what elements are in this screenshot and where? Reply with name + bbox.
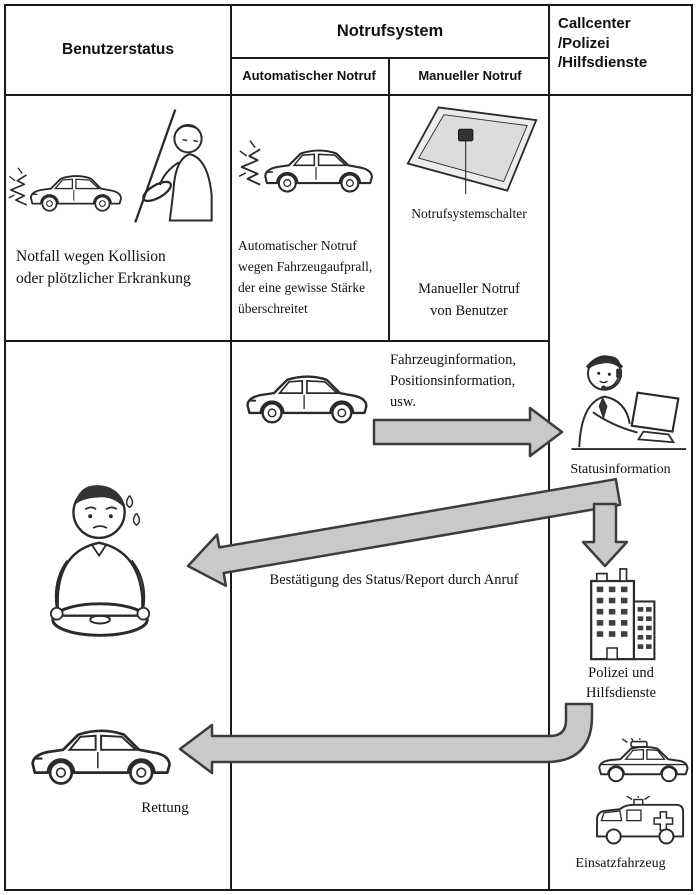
- police-car-illustration: [594, 738, 691, 784]
- auto-call-text: Automatischer Notruf wegen Fahrzeugaufpr…: [238, 238, 373, 316]
- manual-call-text: Manueller Notruf von Benutzer: [418, 281, 520, 320]
- header-callcenter: Callcenter /Polizei /Hilfsdienste: [558, 15, 648, 71]
- header-benutzerstatus: Benutzerstatus: [62, 41, 174, 58]
- header-notrufsystem: Notrufsystem: [336, 22, 444, 40]
- notrufsystem-header-divider: [230, 57, 550, 59]
- police-services-label: Polizei und Hilfsdienste: [585, 665, 657, 701]
- auto-collision-car-illustration: [238, 134, 378, 200]
- vehicle-illustration: [240, 362, 372, 428]
- switch-label: Notrufsystemschalter: [411, 206, 527, 221]
- status-info-label: Statusinformation: [550, 460, 691, 481]
- user-emergency-text: Notfall wegen Kollision oder plötzlicher…: [16, 248, 191, 288]
- header-automatischer-notruf: Automatischer Notruf: [242, 68, 376, 83]
- emergency-call-system-diagram: Benutzerstatus Notrufsystem Automatische…: [4, 4, 693, 891]
- sick-driver-illustration: [128, 104, 228, 227]
- header-manueller-notruf: Manueller Notruf: [418, 68, 522, 83]
- subcolumn-divider: [388, 57, 390, 340]
- row2-divider: [6, 340, 550, 342]
- rescue-arrow: [178, 702, 594, 775]
- column-divider-right: [548, 6, 550, 889]
- call-center-operator-illustration: [554, 342, 690, 459]
- rescue-label: Rettung: [141, 800, 189, 816]
- sos-switch-illustration: [404, 102, 540, 197]
- police-building-illustration: [578, 568, 662, 661]
- worried-driver-illustration: [28, 468, 176, 655]
- collision-car-illustration: [8, 162, 126, 218]
- status-confirmation-text: Bestätigung des Status/Report durch Anru…: [269, 572, 519, 588]
- dispatch-arrow: [581, 502, 629, 568]
- vehicle-info-text: Fahrzeuginformation, Positionsinformatio…: [390, 352, 517, 411]
- column-divider-left: [230, 6, 232, 889]
- emergency-vehicle-label: Einsatzfahrzeug: [575, 856, 666, 871]
- rescue-car-illustration: [24, 714, 176, 790]
- vehicle-info-arrow: [372, 406, 564, 458]
- header-row-divider: [6, 94, 691, 96]
- ambulance-illustration: [590, 796, 691, 847]
